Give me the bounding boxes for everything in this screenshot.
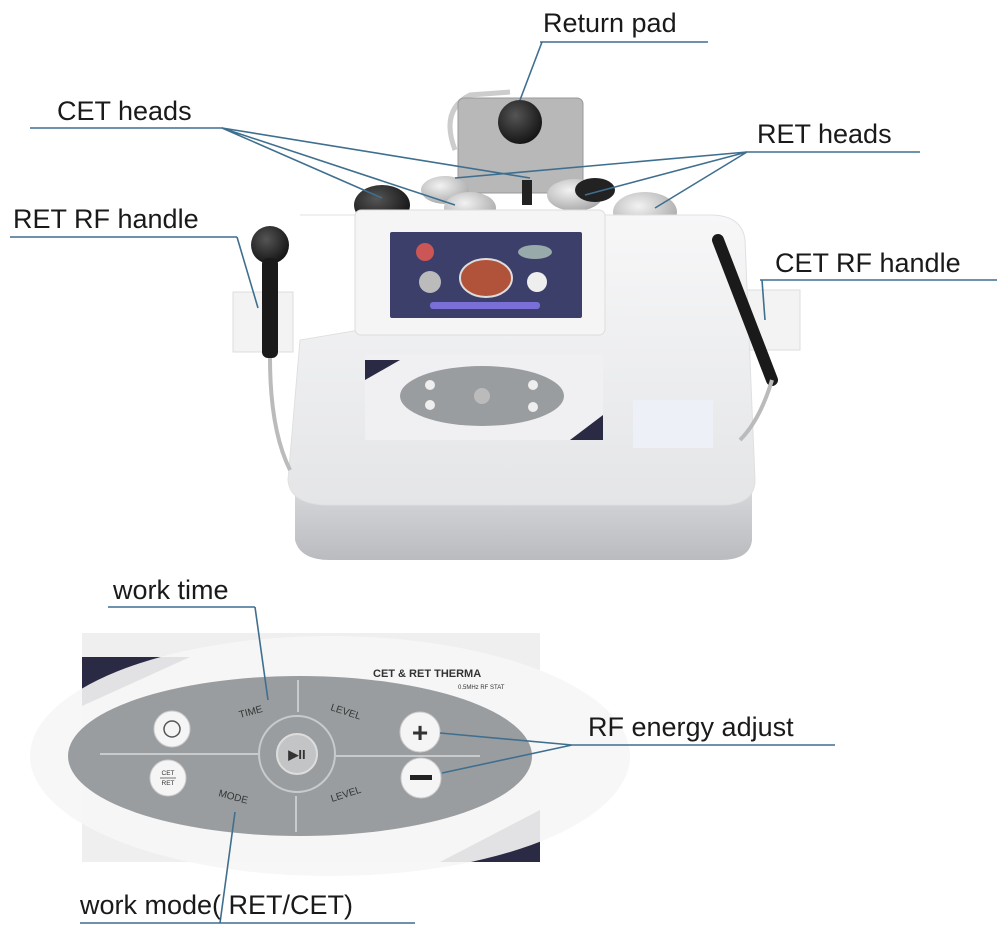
play-pause-button[interactable] — [276, 733, 318, 775]
control-panel-closeup: ▶II CET RET + TIME MODE LEVEL LEVEL CET … — [30, 633, 630, 876]
callout-cet-rf-handle: CET RF handle — [775, 248, 961, 278]
mode-button-ret: RET — [162, 780, 175, 787]
callout-work-time: work time — [113, 575, 229, 605]
screen-pause-icon — [527, 272, 547, 292]
mode-button-cet: CET — [162, 770, 175, 777]
screen-icon — [419, 271, 441, 293]
callout-ret-heads: RET heads — [757, 119, 892, 149]
panel-brand: CET & RET THERMA — [373, 668, 481, 680]
play-pause-icon: ▶II — [287, 747, 305, 762]
callout-rf-energy-adjust: RF energy adjust — [588, 712, 794, 742]
screen-bar — [430, 302, 540, 309]
screen-graphic — [459, 258, 513, 298]
callout-lines — [10, 41, 997, 924]
device-control-panel — [365, 355, 603, 440]
ret-rf-handle — [251, 226, 292, 471]
callout-return-pad: Return pad — [543, 8, 677, 38]
level-up-button[interactable] — [399, 711, 441, 753]
minus-icon — [410, 775, 432, 780]
callout-ret-rf-handle: RET RF handle — [13, 204, 199, 234]
callout-work-mode: work mode( RET/CET) — [80, 890, 354, 920]
plus-icon: + — [412, 717, 428, 748]
cet-rf-handle — [712, 234, 778, 442]
return-pad — [447, 89, 584, 194]
clock-icon — [163, 720, 181, 738]
callout-cet-heads: CET heads — [57, 96, 192, 126]
panel-subtitle: 0.5MHz RF STAT — [458, 685, 505, 691]
screen-icon — [416, 243, 434, 261]
device-base — [295, 490, 752, 560]
label-sticker — [633, 400, 713, 448]
screen-icon — [518, 245, 552, 259]
timer-button[interactable] — [153, 710, 191, 748]
